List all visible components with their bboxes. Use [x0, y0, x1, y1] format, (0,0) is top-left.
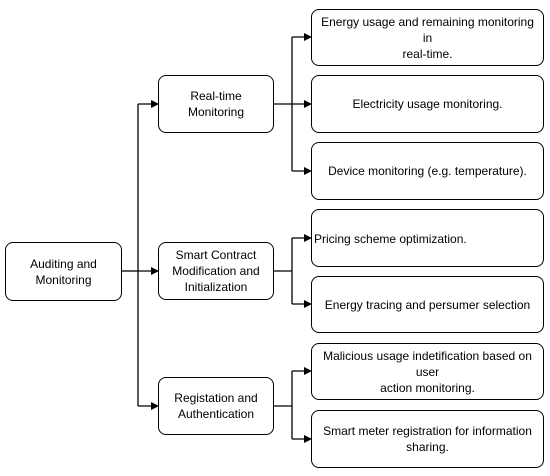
leaf-pricing-scheme-optimization: Pricing scheme optimization.: [311, 209, 544, 267]
category-label: Registation and Authentication: [174, 391, 258, 421]
leaf-smart-meter-registration: Smart meter registration for information…: [311, 410, 544, 468]
category-label: Smart Contract Modification and Initiali…: [172, 248, 260, 294]
root-label: Auditing and Monitoring: [30, 256, 97, 287]
category-realtime-monitoring: Real-time Monitoring: [158, 75, 274, 133]
category-registration-authentication: Registation and Authentication: [158, 377, 274, 435]
leaf-device-monitoring: Device monitoring (e.g. temperature).: [311, 142, 544, 200]
leaf-energy-tracing: Energy tracing and persumer selection: [311, 276, 544, 333]
category-label: Real-time Monitoring: [187, 89, 245, 119]
leaf-label: Energy tracing and persumer selection: [324, 297, 531, 312]
leaf-energy-usage-monitoring: Energy usage and remaining monitoring in…: [311, 9, 544, 66]
leaf-label: Electricity usage monitoring.: [352, 97, 503, 111]
leaf-electricity-usage-monitoring: Electricity usage monitoring.: [311, 75, 544, 133]
leaf-label: Energy usage and remaining monitoring in…: [321, 14, 534, 61]
root-node-auditing-monitoring: Auditing and Monitoring: [5, 242, 122, 301]
leaf-malicious-usage-identification: Malicious usage indetification based on …: [311, 343, 544, 400]
category-smart-contract: Smart Contract Modification and Initiali…: [158, 242, 274, 300]
leaf-label: Malicious usage indetification based on …: [323, 348, 532, 395]
leaf-label: Smart meter registration for information…: [323, 424, 532, 454]
leaf-label: Pricing scheme optimization.: [314, 232, 467, 246]
leaf-label: Device monitoring (e.g. temperature).: [328, 164, 527, 178]
